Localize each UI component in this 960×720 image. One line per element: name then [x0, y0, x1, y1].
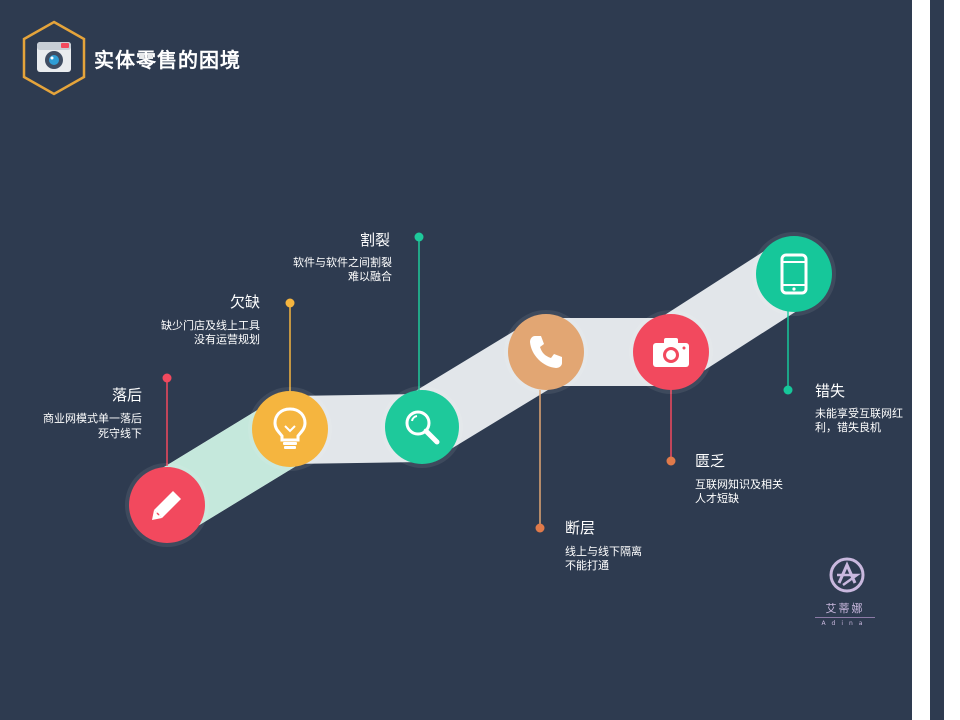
step-desc-2b: 没有运营规划 [194, 333, 260, 346]
step-desc-1b: 死守线下 [98, 427, 142, 440]
step-desc-4b: 不能打通 [565, 559, 609, 572]
logo-name: 艾蒂娜 [825, 602, 865, 615]
step-circle-1 [129, 467, 205, 543]
connector-dot-3 [414, 232, 424, 242]
header-badge [22, 20, 86, 96]
step-desc-6a: 未能享受互联网红 [815, 407, 903, 420]
connector-dot-4 [535, 523, 545, 533]
camera-icon [653, 338, 689, 367]
step-desc-5b: 人才短缺 [695, 492, 739, 505]
connector-dot-6 [783, 385, 793, 395]
mobile-icon [780, 253, 808, 295]
camera-badge-icon [37, 42, 71, 72]
step-circle-2 [252, 391, 328, 467]
step-circle-4 [508, 314, 584, 390]
page-title: 实体零售的困境 [94, 48, 241, 72]
connector-dot-5 [666, 456, 676, 466]
step-heading-5: 匮乏 [695, 452, 726, 470]
step-circle-6 [756, 236, 832, 312]
step-desc-3b: 难以融合 [348, 270, 392, 283]
logo-icon [829, 557, 865, 593]
step-heading-2: 欠缺 [229, 293, 260, 311]
pencil-icon [152, 491, 181, 520]
phone-icon [530, 336, 562, 368]
step-circle-5 [633, 314, 709, 390]
lightbulb-icon [273, 407, 307, 449]
connector-dot-1 [162, 373, 172, 383]
logo-sub: Adina [815, 617, 875, 627]
step-desc-1a: 商业网模式单一落后 [43, 412, 142, 425]
slide: 实体零售的困境 [0, 0, 912, 720]
step-desc-4a: 线上与线下隔离 [565, 545, 642, 558]
step-heading-4: 断层 [565, 519, 596, 537]
side-strip [930, 0, 944, 720]
step-desc-5a: 互联网知识及相关 [695, 478, 783, 491]
connector-dot-2 [285, 298, 295, 308]
step-heading-3: 割裂 [359, 231, 390, 249]
step-heading-1: 落后 [111, 386, 142, 404]
path-band [149, 232, 812, 535]
step-heading-6: 错失 [815, 382, 846, 400]
step-desc-3a: 软件与软件之间割裂 [293, 256, 392, 269]
magnifier-icon [405, 410, 440, 445]
step-desc-6b: 利，错失良机 [815, 421, 881, 434]
step-desc-2a: 缺少门店及线上工具 [161, 319, 260, 332]
step-circle-3 [385, 390, 459, 464]
